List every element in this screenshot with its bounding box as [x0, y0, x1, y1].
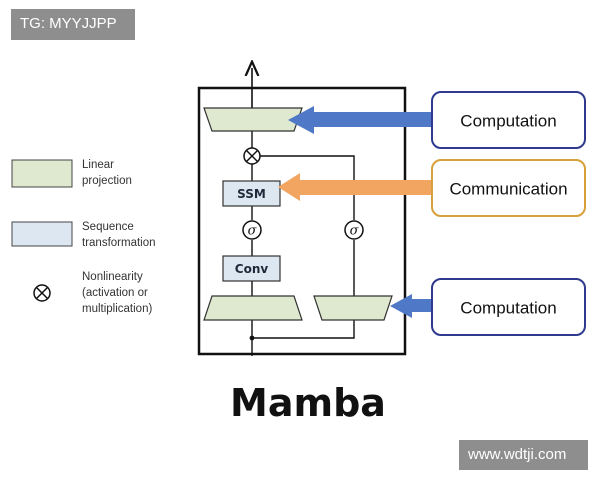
legend-nonlinearity-line2: (activation or	[82, 287, 148, 299]
ssm-label: SSM	[237, 187, 266, 201]
computation-box-top	[431, 91, 586, 149]
legend: Linear projection Sequence transformatio…	[11, 159, 156, 315]
sigma-left-label: σ	[248, 224, 258, 239]
legend-nonlinearity-line3: multiplication)	[82, 303, 152, 315]
legend-linear-line1: Linear	[82, 159, 114, 171]
input-linear-projection-right	[313, 295, 393, 321]
legend-sequence-line1: Sequence	[82, 221, 134, 233]
input-linear-projection-left	[203, 295, 303, 321]
watermark-bottom-right: www.wdtji.com	[459, 440, 588, 470]
sigma-right-circle	[344, 220, 364, 240]
multiply-node	[243, 147, 261, 165]
watermark-top-left: TG: MYYJJPP	[11, 9, 135, 40]
sigma-left-circle	[242, 220, 262, 240]
conv-box	[222, 255, 281, 282]
computation-box-bottom	[431, 278, 586, 336]
sigma-right-label: σ	[350, 224, 360, 239]
otimes-icon	[33, 284, 51, 302]
conv-label: Conv	[235, 262, 269, 276]
junction-dot	[249, 335, 255, 341]
computation-arrow-top	[288, 106, 432, 134]
sequence-transformation-swatch	[11, 221, 73, 247]
communication-arrow	[278, 173, 434, 201]
linear-projection-swatch	[11, 159, 73, 188]
diagram-title: Mamba	[230, 381, 386, 425]
connection-lines	[251, 131, 355, 356]
legend-sequence-line2: transformation	[82, 237, 156, 249]
ssm-box	[222, 180, 281, 207]
output-linear-projection	[203, 107, 303, 132]
communication-label: Communication	[449, 180, 567, 199]
computation-arrow-bottom	[390, 294, 432, 318]
computation-label-bottom: Computation	[460, 299, 556, 318]
communication-box	[431, 159, 586, 217]
legend-nonlinearity-line1: Nonlinearity	[82, 271, 143, 283]
legend-linear-line2: projection	[82, 175, 132, 187]
computation-label-top: Computation	[460, 112, 556, 131]
